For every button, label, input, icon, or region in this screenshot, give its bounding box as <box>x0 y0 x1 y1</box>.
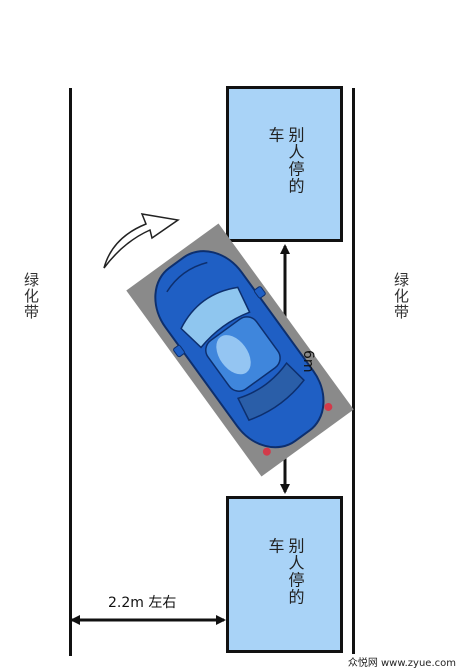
right-green-strip-label: 绿化带 <box>392 272 410 320</box>
parked-car-bottom: 别人停的车 <box>226 496 343 653</box>
parked-car-top-label: 别人停的车 <box>265 126 305 195</box>
parked-car-top: 别人停的车 <box>226 86 343 242</box>
site-watermark: 众悦网 www.zyue.com <box>347 654 456 669</box>
car-roof-highlight <box>216 335 251 375</box>
car-windshield <box>180 286 251 349</box>
gap-dimension-label: 6m <box>300 350 316 373</box>
parked-car-bottom-label: 别人停的车 <box>265 536 305 605</box>
car-hood-line <box>166 261 208 293</box>
car-rear-window <box>237 361 305 422</box>
car-left-tail-light <box>262 447 271 456</box>
car-right-tail-light <box>324 402 333 411</box>
right-road-edge <box>352 88 355 656</box>
width-dimension-label: 2.2m 左右 <box>108 595 177 611</box>
left-road-edge <box>69 88 72 656</box>
reverse-turn-arrow-icon <box>103 213 180 269</box>
moving-car <box>126 223 354 477</box>
car-left-mirror <box>173 344 185 358</box>
car-right-mirror <box>253 286 266 299</box>
left-green-strip-label: 绿化带 <box>22 272 40 320</box>
